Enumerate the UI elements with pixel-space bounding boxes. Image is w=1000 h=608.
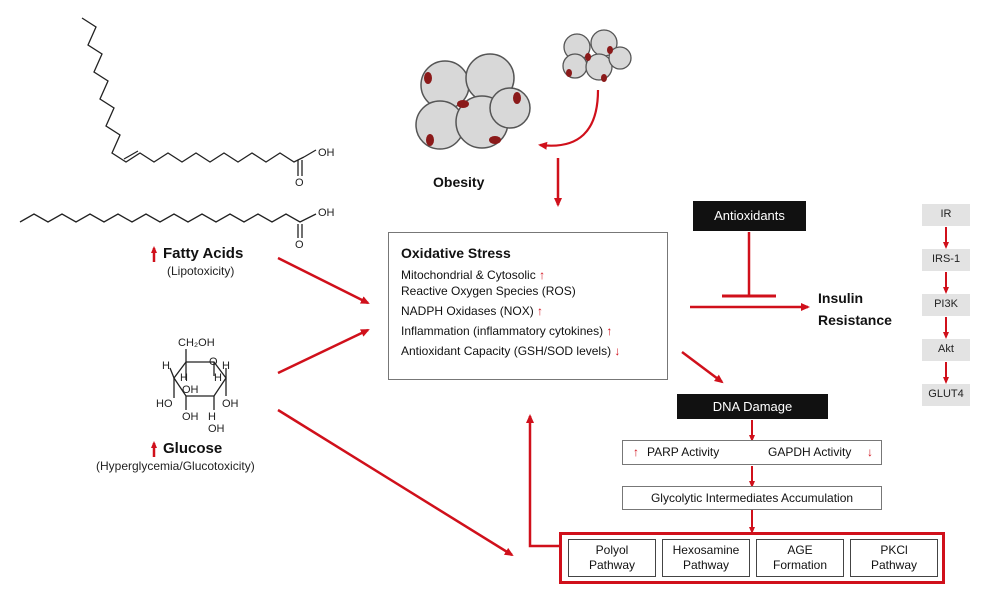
pathway-pkc: PKCl Pathway — [850, 539, 938, 577]
glucose-ho-label: HO — [156, 398, 173, 410]
glucose-h-label: H — [180, 372, 188, 384]
ros-line: Mitochondrial & Cytosolic ↑ — [401, 267, 667, 283]
oleic-oh-label: OH — [318, 147, 335, 159]
oleic-o-label: O — [295, 177, 304, 189]
glucose-structure — [169, 349, 227, 410]
glucose-ch2oh-label: CH₂OH — [178, 337, 215, 349]
nox-line: NADPH Oxidases (NOX) ↑ — [401, 303, 667, 319]
glucose-oh-label: OH — [222, 398, 239, 410]
pathway-line2: Pathway — [682, 558, 730, 572]
pathway-age: AGE Formation — [756, 539, 844, 577]
dna-damage-box: DNA Damage — [677, 394, 828, 419]
pathway-line1: PKCl — [880, 543, 908, 557]
signal-box-pi3k: PI3K — [922, 294, 970, 316]
antioxidants-box: Antioxidants — [693, 201, 806, 231]
pathway-line1: AGE — [787, 543, 813, 557]
arrow-oxidative-to-dna-damage — [681, 351, 724, 384]
parp-gapdh-box: ↑ PARP Activity GAPDH Activity ↓ — [622, 440, 882, 465]
pathway-line2: Formation — [772, 558, 828, 572]
arrow-pathways-feedback-to-oxidative — [526, 414, 559, 548]
signal-box-ir: IR — [922, 204, 970, 226]
oleic-acid-structure — [81, 17, 305, 163]
adipocyte-cluster-small-icon — [562, 29, 632, 82]
arrow-fatty-acids-to-oxidative — [277, 256, 370, 305]
oxidative-stress-title: Oxidative Stress — [401, 245, 511, 261]
insulin-resistance-line2: Resistance — [818, 312, 892, 328]
inflammation-line: Inflammation (inflammatory cytokines) ↑ — [401, 323, 667, 339]
pathway-line1: Hexosamine — [672, 543, 740, 557]
palmitic-acid-structure — [19, 213, 317, 223]
pathway-polyol: Polyol Pathway — [568, 539, 656, 577]
inflammation-text: Inflammation (inflammatory cytokines) — [401, 324, 604, 338]
obesity-label: Obesity — [433, 174, 485, 190]
gapdh-label: GAPDH Activity — [768, 445, 852, 459]
palmitic-o-label: O — [295, 239, 304, 251]
parp-label: PARP Activity — [647, 445, 720, 459]
signal-box-irs1: IRS-1 — [922, 249, 970, 271]
glucose-h-label: H — [222, 360, 230, 372]
glucose-ring-o-label: O — [209, 356, 218, 368]
fatty-acids-label: Fatty Acids — [163, 245, 244, 262]
ros-line-2: Reactive Oxygen Species (ROS) — [401, 284, 576, 298]
gapdh-down-arrow-icon: ↓ — [867, 445, 873, 459]
parp-up-arrow-icon: ↑ — [633, 445, 639, 459]
insulin-resistance-label: Insulin Resistance — [818, 287, 892, 331]
antioxidant-capacity-line: Antioxidant Capacity (GSH/SOD levels) ↓ — [401, 343, 667, 359]
palmitic-oh-label: OH — [318, 207, 335, 219]
inflammation-up-arrow-icon: ↑ — [606, 324, 613, 338]
pathway-line2: Pathway — [870, 558, 918, 572]
arrow-glucose-to-oxidative — [277, 328, 370, 375]
ros-line-1: Mitochondrial & Cytosolic — [401, 268, 536, 282]
pathways-row: Polyol Pathway Hexosamine Pathway AGE Fo… — [568, 539, 938, 577]
glycolytic-box: Glycolytic Intermediates Accumulation — [622, 486, 882, 510]
glucose-h-label: H — [208, 411, 216, 423]
signal-box-glut4: GLUT4 — [922, 384, 970, 406]
pathway-line2: Pathway — [588, 558, 636, 572]
antioxidant-capacity-text: Antioxidant Capacity (GSH/SOD levels) — [401, 344, 612, 358]
arrow-glucose-to-pathways — [277, 408, 514, 557]
glucose-sub: (Hyperglycemia/Glucotoxicity) — [96, 459, 255, 473]
oxidative-stress-box: Oxidative Stress Mitochondrial & Cytosol… — [388, 232, 668, 380]
ros-up-arrow-icon: ↑ — [539, 268, 546, 282]
signal-box-akt: Akt — [922, 339, 970, 361]
glucose-oh-label: OH — [208, 423, 225, 435]
nox-up-arrow-icon: ↑ — [537, 304, 544, 318]
glucose-oh-label: OH — [182, 384, 199, 396]
adipocyte-cluster-large-icon — [415, 53, 531, 150]
pathway-line1: Polyol — [595, 543, 629, 557]
arrow-small-to-large-adipocyte — [538, 89, 600, 150]
glucose-label: Glucose — [163, 440, 223, 457]
pathway-hexosamine: Hexosamine Pathway — [662, 539, 750, 577]
nox-text: NADPH Oxidases (NOX) — [401, 304, 534, 318]
glucose-oh-label: OH — [182, 411, 199, 423]
insulin-resistance-line1: Insulin — [818, 290, 864, 306]
fatty-acids-sub: (Lipotoxicity) — [167, 264, 235, 278]
glucose-h-label: H — [214, 372, 222, 384]
glucose-h-label: H — [162, 360, 170, 372]
pathways-container: Polyol Pathway Hexosamine Pathway AGE Fo… — [559, 532, 945, 584]
antioxidant-capacity-down-arrow-icon: ↓ — [614, 344, 621, 358]
